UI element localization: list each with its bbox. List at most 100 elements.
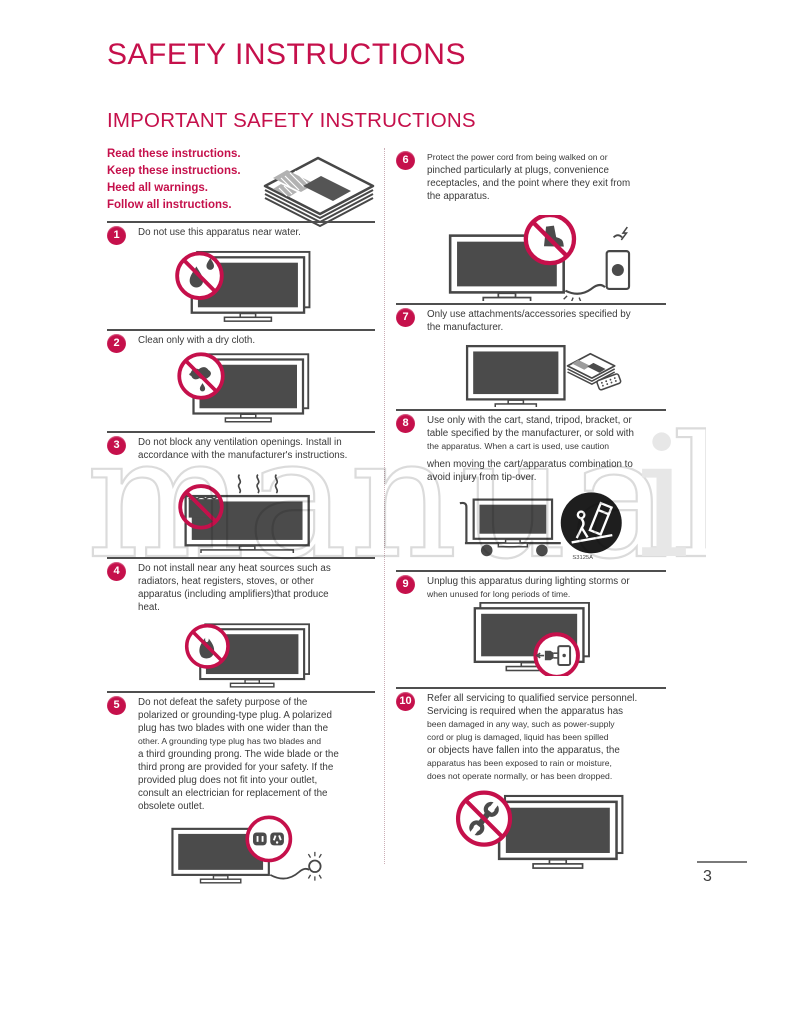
item-divider-rule (396, 687, 666, 689)
item-number-badge: 6 (396, 151, 415, 170)
item-divider-rule (107, 221, 375, 223)
safety-item-2: 2 Clean only with a dry cloth. (107, 329, 375, 423)
item-text-line: the apparatus. (427, 191, 490, 202)
no-blocked-vents-tv-illustration (107, 473, 375, 553)
item-divider-rule (107, 691, 375, 693)
tv-cart-tip-over-svg: S3125A (459, 492, 622, 561)
item-text-line: Do not defeat the safety purpose of the (138, 697, 308, 708)
polarized-plug-outlet-tv-illustration (107, 813, 375, 885)
safety-item-7: 7 Only use attachments/accessories specif… (396, 303, 666, 407)
item-text-line: radiators, heat registers, stoves, or ot… (138, 576, 314, 587)
item-text-line: receptacles, and the point where they ex… (427, 178, 631, 189)
unplug-tv-illustration (396, 602, 666, 676)
item-text-line: apparatus (including amplifiers)that pro… (138, 589, 329, 600)
manufacturer-accessories-tv-illustration (396, 337, 666, 407)
item-text-line: third prong are provided for your safety… (138, 762, 334, 773)
item-text: Refer all servicing to qualified service… (427, 687, 666, 783)
no-wet-cloth-tv-illustration (107, 349, 375, 427)
no-water-tv-illustration (107, 245, 375, 325)
item-text-line: provided plug does not fit into your out… (138, 775, 318, 786)
item-text: Protect the power cord from being walked… (427, 146, 666, 203)
item-text: Do not block any ventilation openings. I… (138, 431, 375, 462)
item-number-badge: 9 (396, 575, 415, 594)
item-text-line: or objects have fallen into the apparatu… (427, 745, 620, 756)
item-number-badge: 10 (396, 692, 415, 711)
item-divider-rule (396, 303, 666, 305)
item-text-line: plug has two blades with one wider than … (138, 723, 329, 734)
page-number: 3 (703, 868, 712, 885)
intro-line: Heed all warnings. (107, 182, 208, 194)
item-divider-rule (396, 409, 666, 411)
item-text-line: polarized or grounding-type plug. A pola… (138, 710, 332, 721)
manufacturer-accessories-tv-svg (465, 344, 622, 407)
intro-line: Follow all instructions. (107, 199, 232, 211)
item-text-line: Use only with the cart, stand, tripod, b… (427, 415, 632, 426)
item-text-line: does not operate normally, or has been d… (427, 771, 613, 781)
item-text-line: Unplug this apparatus during lighting st… (427, 576, 630, 587)
item-divider-rule (107, 431, 375, 433)
cart-symbol-label: S3125A (572, 555, 593, 561)
manual-book-illustration (263, 156, 375, 228)
no-wet-cloth-tv-svg (176, 352, 309, 423)
item-number-badge: 3 (107, 436, 126, 455)
item-number-badge: 8 (396, 414, 415, 433)
item-divider-rule (396, 570, 666, 572)
item-text: Do not defeat the safety purpose of the p… (138, 691, 375, 813)
section-title: IMPORTANT SAFETY INSTRUCTIONS (107, 109, 476, 132)
item-number-badge: 1 (107, 226, 126, 245)
footer-rule (697, 861, 747, 863)
no-heat-sources-tv-illustration (107, 615, 375, 689)
intro-block: Read these instructions. Keep these inst… (107, 146, 375, 228)
item-text-line: accordance with the manufacturer's instr… (138, 450, 348, 461)
item-text-line: when unused for long periods of time. (427, 589, 571, 599)
item-text-line: Do not install near any heat sources suc… (138, 563, 331, 574)
no-step-on-cord-tv-svg (448, 215, 631, 301)
safety-item-8: 8 Use only with the cart, stand, tripod, … (396, 409, 666, 561)
item-text-line: avoid injury from tip-over. (427, 472, 537, 483)
item-text-line: Only use attachments/accessories specifi… (427, 309, 631, 320)
item-text-line: Refer all servicing to qualified service… (427, 693, 638, 704)
item-number-badge: 5 (107, 696, 126, 715)
polarized-plug-outlet-tv-svg (170, 815, 322, 884)
intro-line: Read these instructions. (107, 148, 241, 160)
item-text-line: Do not use this apparatus near water. (138, 227, 301, 238)
item-text-line: other. A grounding type plug has two bla… (138, 736, 321, 746)
no-blocked-vents-tv-svg (178, 473, 310, 553)
no-step-on-cord-tv-illustration (396, 215, 666, 301)
safety-item-1: 1 Do not use this apparatus near water. (107, 221, 375, 322)
item-text-line: consult an electrician for replacement o… (138, 788, 328, 799)
page-title: SAFETY INSTRUCTIONS (107, 38, 466, 71)
item-text-line: Do not block any ventilation openings. I… (138, 437, 342, 448)
safety-item-10: 10 Refer all servicing to qualified servi… (396, 687, 666, 869)
item-number-badge: 7 (396, 308, 415, 327)
item-text-line: when moving the cart/apparatus combinati… (427, 459, 633, 470)
item-text: Do not use this apparatus near water. (138, 221, 375, 239)
no-self-service-tv-svg (455, 790, 624, 869)
intro-line: Keep these instructions. (107, 165, 241, 177)
safety-item-6: 6 Protect the power cord from being walke… (396, 146, 666, 301)
tv-cart-tip-over-illustration: S3125A (396, 485, 666, 565)
item-text-line: been damaged in any way, such as power-s… (427, 719, 615, 729)
no-water-tv-svg (175, 250, 311, 322)
item-text-line: table specified by the manufacturer, or … (427, 428, 634, 439)
item-text-line: Protect the power cord from being walked… (427, 152, 608, 162)
item-text-line: Clean only with a dry cloth. (138, 335, 256, 346)
safety-item-3: 3 Do not block any ventilation openings. … (107, 431, 375, 553)
item-text-line: a third grounding prong. The wide blade … (138, 749, 339, 760)
item-text-line: heat. (138, 602, 160, 613)
item-text-line: the manufacturer. (427, 322, 504, 333)
item-text-line: Servicing is required when the apparatus… (427, 706, 624, 717)
item-text: Only use attachments/accessories specifi… (427, 303, 666, 334)
safety-item-9: 9 Unplug this apparatus during lighting s… (396, 570, 666, 676)
item-number-badge: 2 (107, 334, 126, 353)
item-text: Unplug this apparatus during lighting st… (427, 570, 666, 601)
item-text-line: pinched particularly at plugs, convenien… (427, 165, 609, 176)
item-text-line: apparatus has been exposed to rain or mo… (427, 758, 612, 768)
item-divider-rule (107, 557, 375, 559)
item-divider-rule (107, 329, 375, 331)
item-text: Do not install near any heat sources suc… (138, 557, 375, 614)
item-text: Clean only with a dry cloth. (138, 329, 375, 347)
item-text: Use only with the cart, stand, tripod, b… (427, 409, 666, 484)
